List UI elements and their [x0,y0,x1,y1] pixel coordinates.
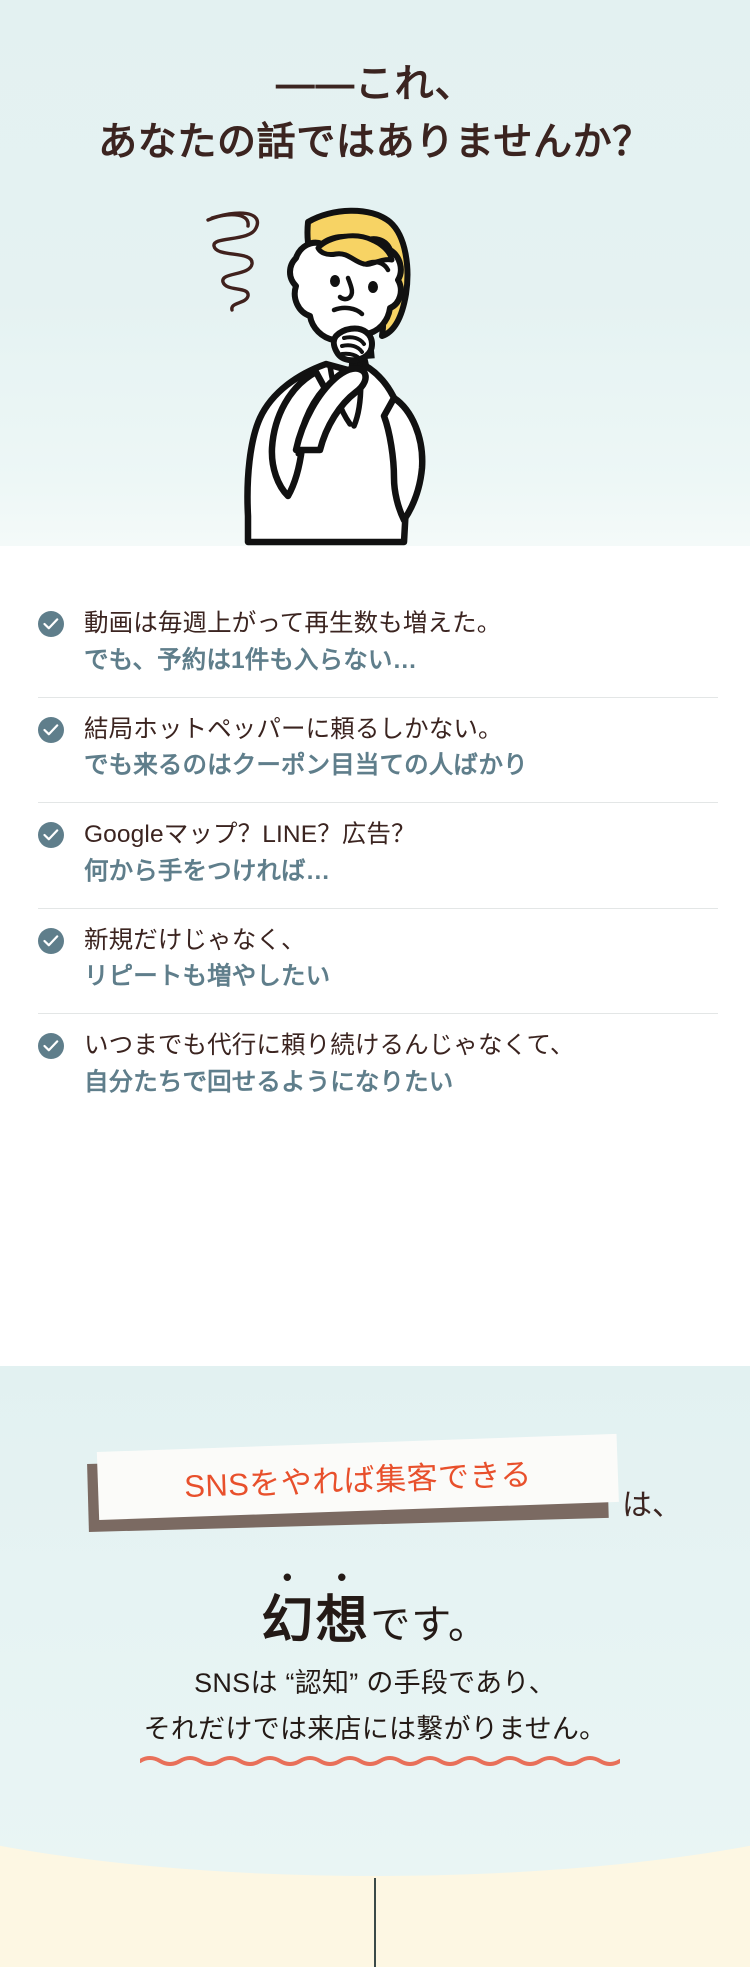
checklist-section: 動画は毎週上がって再生数も増えた。 でも、予約は1件も入らない… 結局ホットペッ… [0,546,750,1366]
page-title-line-2: あなたの話ではありませんか？ [98,120,652,164]
list-item-line-1: 結局ホットペッパーに頼るしかない。 [84,715,503,743]
section-divider-rule [374,1878,376,1967]
banner-text: SNSをやれば集客できる [183,1456,533,1504]
list-item-line-1: 動画は毎週上がって再生数も増えた。 [84,610,502,637]
conclusion-section: SNSをやれば集客できる は、 幻想です。 SNSは “認知” の手段であり、 … [0,1366,750,1967]
paragraph-line-2: それだけでは来店には繋がりません。 [143,1714,607,1745]
list-item-line-1: Googleマップ？LINE？広告？ [84,821,416,848]
emphasis-headline: 幻想です。 [0,1562,750,1653]
list-item-line-2: でも、予約は1件も入らない… [84,646,418,674]
list-item-line-2: 何から手をつければ… [84,857,331,885]
check-circle-icon [38,927,64,954]
page-title-line-1: ——これ、 [275,63,475,106]
list-item: 新規だけじゃなく、 リピートも増やしたい [38,907,718,1014]
check-circle-icon [38,822,64,848]
list-item: Googleマップ？LINE？広告？ 何から手をつければ… [38,802,718,908]
check-circle-icon [38,1033,64,1059]
highlight-banner: SNSをやれば集客できる は、 [0,1433,750,1546]
emphasis-tail: です。 [370,1603,489,1647]
pain-point-list: 動画は毎週上がって再生数も増えた。 でも、予約は1件も入らない… 結局ホットペッ… [38,592,718,1119]
list-item-line-2: でも来るのはクーポン目当ての人ばかり [84,752,528,780]
list-item-line-2: リピートも増やしたい [84,963,331,991]
banner-suffix: は、 [622,1489,682,1522]
conclusion-paragraph: SNSは “認知” の手段であり、 それだけでは来店には繋がりません。 [0,1660,750,1766]
list-item-line-1: いつまでも代行に頼り続けるんじゃなくて、 [84,1032,575,1059]
worried-businessman-illustration [206,207,426,546]
check-circle-icon [38,716,64,743]
page-title: ——これ、 あなたの話ではありませんか？ [0,56,750,171]
paragraph-line-2-wrap: それだけでは来店には繋がりません。 [139,1706,620,1766]
list-item-line-1: 新規だけじゃなく、 [84,926,306,954]
check-circle-icon [38,611,64,637]
emphasis-word: 幻想 [261,1592,371,1650]
wavy-underline-icon [139,1755,620,1766]
paragraph-line-1: SNSは “認知” の手段であり、 [194,1668,556,1698]
hero-section: ——これ、 あなたの話ではありませんか？ [0,0,750,546]
list-item: いつまでも代行に頼り続けるんじゃなくて、 自分たちで回せるようになりたい [38,1013,718,1119]
list-item: 動画は毎週上がって再生数も増えた。 でも、予約は1件も入らない… [38,592,718,697]
list-item: 結局ホットペッパーに頼るしかない。 でも来るのはクーポン目当ての人ばかり [38,696,718,803]
list-item-line-2: 自分たちで回せるようになりたい [84,1068,454,1096]
